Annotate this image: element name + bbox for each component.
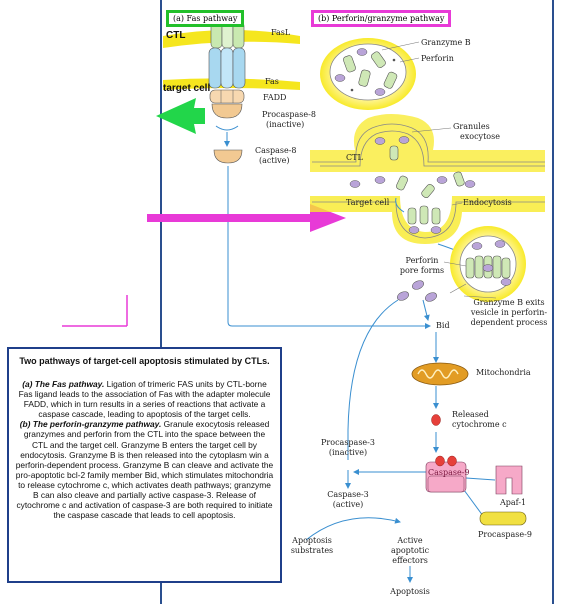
procaspase9-label: Procaspase-9 bbox=[478, 530, 532, 539]
caspase3-label: Caspase-3 bbox=[327, 490, 369, 499]
effectors-label-3: effectors bbox=[392, 556, 428, 565]
caption-a-text: Ligation of trimeric FAS units by CTL-bo… bbox=[18, 379, 271, 420]
caption-a-head: (a) The Fas pathway. bbox=[22, 379, 105, 389]
mitochondrion bbox=[411, 362, 469, 386]
caption-b-text: Granule exocytosis released granzymes an… bbox=[15, 419, 274, 521]
procaspase8-state: (inactive) bbox=[266, 120, 305, 129]
released-molecules bbox=[349, 171, 476, 199]
granule-top bbox=[320, 38, 420, 110]
caption-paragraph-a: (a) The Fas pathway. Ligation of trimeri… bbox=[15, 379, 274, 419]
apaf1-shape bbox=[495, 465, 523, 495]
granzyme-b-label: Granzyme B bbox=[421, 38, 471, 47]
exocytose-label: exocytose bbox=[460, 132, 500, 141]
ctl-label: CTL bbox=[166, 30, 186, 41]
caspase8-shape bbox=[213, 149, 243, 164]
endocytosis-region bbox=[310, 196, 545, 244]
perforin-label: Perforin bbox=[421, 54, 454, 63]
caption-title: Two pathways of target-cell apoptosis st… bbox=[19, 356, 270, 366]
procaspase3-label: Procaspase-3 bbox=[321, 438, 375, 447]
green-pointer bbox=[156, 98, 205, 134]
caption-box: Two pathways of target-cell apoptosis st… bbox=[7, 347, 282, 583]
caspase8-label: Caspase-8 bbox=[255, 146, 297, 155]
effectors-label-1: Active bbox=[397, 536, 423, 545]
caspase9-label: Caspase-9 bbox=[428, 468, 470, 477]
exocytosis-region bbox=[310, 114, 545, 172]
exiting-granzymes bbox=[397, 280, 437, 302]
fas-label: Fas bbox=[265, 77, 279, 86]
caspase8-state: (active) bbox=[259, 156, 290, 165]
released-label-1: Released bbox=[452, 410, 489, 419]
cytochrome-c-shape bbox=[431, 414, 441, 426]
released-label-2: cytochrome c bbox=[452, 420, 507, 429]
fas-trimer bbox=[208, 47, 246, 89]
caption-b-head: (b) The perforin-granzyme pathway. bbox=[19, 419, 162, 430]
bid-label: Bid bbox=[436, 321, 450, 330]
procaspase3-state: (inactive) bbox=[328, 448, 368, 457]
granules-label: Granules bbox=[453, 122, 490, 131]
procaspase8-shape bbox=[211, 103, 243, 119]
granzyme-exit-label-3: dependent process bbox=[470, 318, 548, 327]
fadd-label: FADD bbox=[263, 93, 287, 102]
pore-forms-label-2: pore forms bbox=[399, 266, 445, 275]
fasl-label: FasL bbox=[271, 28, 291, 37]
target-cell-perforin-label: Target cell bbox=[346, 198, 390, 207]
mitochondria-label: Mitochondria bbox=[476, 368, 531, 377]
caspase9-complex bbox=[425, 455, 467, 493]
fas-pathway-tag: (a) Fas pathway bbox=[166, 10, 245, 27]
target-cell-label: target cell bbox=[163, 83, 211, 94]
caption-paragraph-b: (b) The perforin-granzyme pathway. Granu… bbox=[15, 419, 274, 520]
substrates-label-2: substrates bbox=[290, 546, 334, 555]
caspase3-state: (active) bbox=[332, 500, 364, 509]
fadd-complex bbox=[209, 89, 245, 104]
figure-frame bbox=[160, 0, 554, 604]
endocytosis-label: Endocytosis bbox=[463, 198, 512, 207]
granzyme-exit-label-2: vesicle in perforin- bbox=[470, 308, 548, 317]
granzyme-exit-label-1: Granzyme B exits bbox=[473, 298, 545, 307]
apoptosis-label: Apoptosis bbox=[390, 587, 430, 596]
apaf1-label: Apaf-1 bbox=[500, 498, 527, 507]
procaspase8-label: Procaspase-8 bbox=[262, 110, 316, 119]
pore-forms-label-1: Perforin bbox=[405, 256, 439, 265]
substrates-label-1: Apoptosis bbox=[292, 536, 332, 545]
procaspase9-shape bbox=[479, 511, 527, 526]
ctl-perforin-label: CTL bbox=[346, 153, 363, 162]
effectors-label-2: apoptotic bbox=[390, 546, 430, 555]
pore-vesicle bbox=[443, 226, 526, 302]
perforin-pathway-tag: (b) Perforin/granzyme pathway bbox=[311, 10, 452, 27]
